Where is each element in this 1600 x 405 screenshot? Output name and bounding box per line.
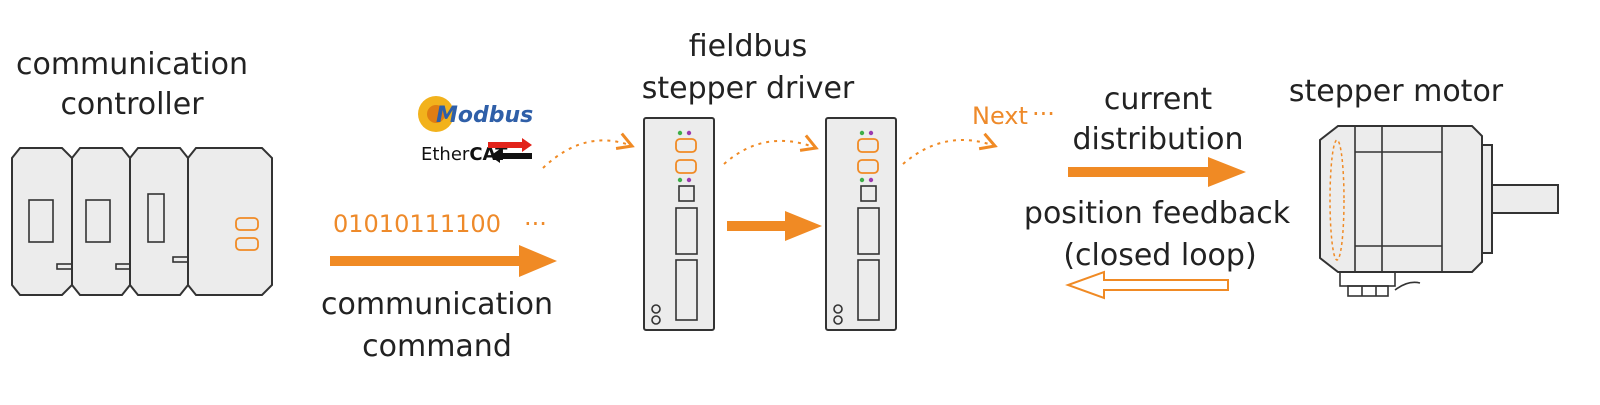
driver-1-led-green xyxy=(677,130,683,136)
ethercat-logo-arrow-black xyxy=(490,149,532,163)
ethercat-logo-arrow-red xyxy=(488,138,532,152)
driver-2-terminal-2 xyxy=(857,259,880,321)
driver-2-port-1 xyxy=(857,138,879,153)
driver-2-screw-2 xyxy=(833,315,843,325)
driver-chain-arrow xyxy=(727,211,822,241)
driver-1-screw-1 xyxy=(651,304,661,314)
driver-label-line1: fieldbus xyxy=(689,29,807,64)
communication-controller xyxy=(11,147,273,296)
current-label-line2: distribution xyxy=(1073,122,1244,157)
motor-connector-plug xyxy=(1347,285,1389,297)
next-label: Next xyxy=(972,102,1028,130)
controller-label-line1: communication xyxy=(16,47,248,82)
modbus-logo: Modbus xyxy=(418,96,533,132)
plc-port-2 xyxy=(235,237,259,251)
fieldbus-link-arrow-1 xyxy=(542,132,635,169)
plc-module-2 xyxy=(71,147,131,296)
driver-label-line2: stepper driver xyxy=(642,71,855,106)
driver-1-port-1 xyxy=(675,138,697,153)
ethercat-logo-plain: Ether xyxy=(421,144,470,165)
driver-1-led-purple xyxy=(686,130,692,136)
driver-1-led-purple-2 xyxy=(686,177,692,183)
bitstream-text: 01010111100 xyxy=(333,210,501,238)
stepper-motor xyxy=(1319,125,1559,297)
driver-1-terminal-1 xyxy=(675,207,698,255)
plc-port-1 xyxy=(235,217,259,231)
controller-label-line2: controller xyxy=(60,87,204,122)
driver-2-body xyxy=(825,117,897,331)
feedback-label-line1: position feedback xyxy=(1024,196,1291,231)
plc-module-3-slot xyxy=(147,193,165,243)
next-ellipsis: ··· xyxy=(1032,100,1055,128)
plc-module-1-slot xyxy=(28,199,54,243)
driver-1-led-green-2 xyxy=(677,177,683,183)
motor-label: stepper motor xyxy=(1289,74,1504,109)
fieldbus-link-arrow-3 xyxy=(902,132,998,165)
feedback-arrow xyxy=(1065,270,1229,300)
motor-cable xyxy=(1394,281,1421,291)
ethercat-logo: EtherCAT xyxy=(421,138,532,165)
bitstream-ellipsis: ··· xyxy=(524,210,547,238)
current-label-line1: current xyxy=(1104,82,1212,117)
driver-2-port-2 xyxy=(857,159,879,174)
plc-module-4 xyxy=(187,147,273,296)
driver-1-screw-2 xyxy=(651,315,661,325)
command-arrow xyxy=(330,245,557,277)
driver-2-led-purple xyxy=(868,130,874,136)
driver-2-led-green-2 xyxy=(859,177,865,183)
stepper-driver-2 xyxy=(825,117,897,331)
motor-encoder-outline xyxy=(1329,139,1345,261)
motor-connector xyxy=(1339,271,1396,287)
driver-1-switch xyxy=(678,185,695,202)
ethercat-logo-text: EtherCAT xyxy=(421,144,508,165)
current-arrow xyxy=(1068,157,1246,187)
modbus-logo-text: Modbus xyxy=(436,103,533,128)
fieldbus-link-arrow-2 xyxy=(723,134,819,165)
motor-shaft xyxy=(1489,184,1559,214)
driver-2-switch xyxy=(860,185,877,202)
command-label-line2: command xyxy=(362,329,512,364)
plc-module-1 xyxy=(11,147,73,296)
driver-1-port-2 xyxy=(675,159,697,174)
driver-2-led-green xyxy=(859,130,865,136)
driver-1-body xyxy=(643,117,715,331)
plc-module-3 xyxy=(129,147,189,296)
feedback-label-line2: (closed loop) xyxy=(1063,238,1256,273)
driver-2-led-purple-2 xyxy=(868,177,874,183)
plc-module-2-slot xyxy=(85,199,111,243)
modbus-logo-core xyxy=(427,105,445,123)
driver-1-terminal-2 xyxy=(675,259,698,321)
command-label-line1: communication xyxy=(321,287,553,322)
motor-body xyxy=(1319,125,1483,273)
stepper-driver-1 xyxy=(643,117,715,331)
driver-2-terminal-1 xyxy=(857,207,880,255)
driver-2-screw-1 xyxy=(833,304,843,314)
